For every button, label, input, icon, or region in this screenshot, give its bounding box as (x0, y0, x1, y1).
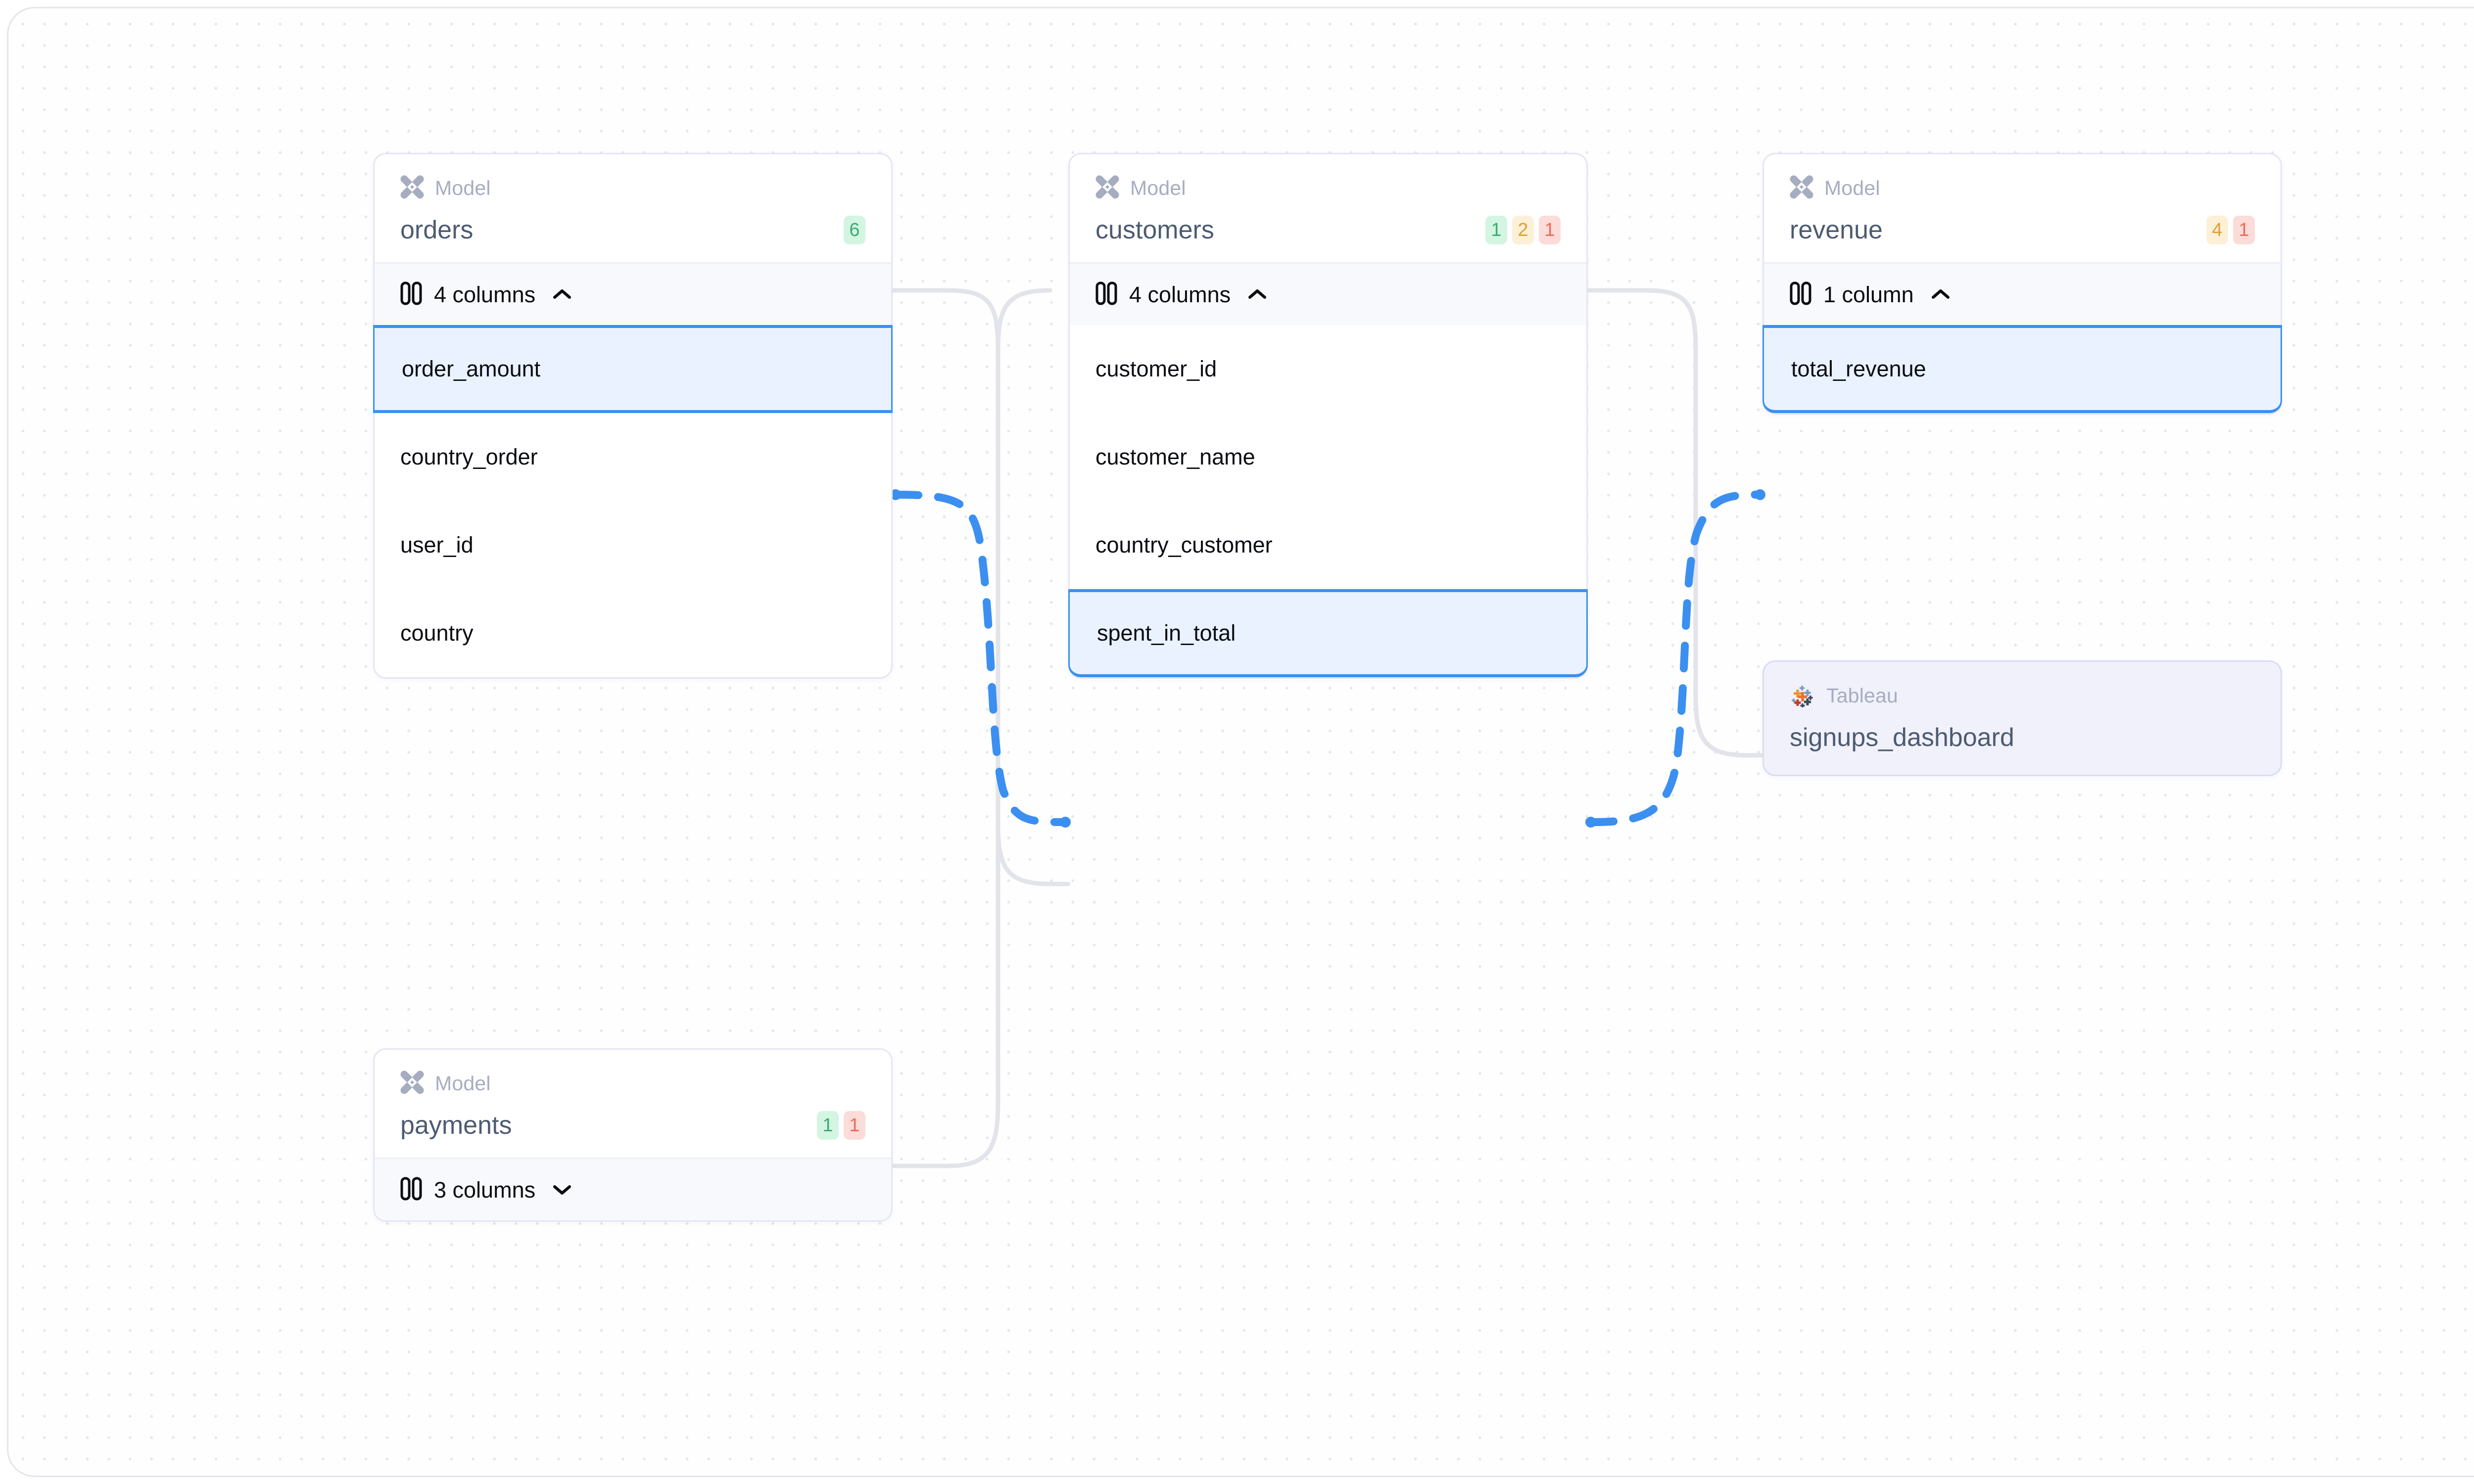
source-type-label: Model (435, 176, 491, 199)
columns-icon (400, 281, 422, 308)
dbt-model-icon (400, 175, 424, 201)
column-name: customer_id (1095, 356, 1217, 381)
columns-toggle-customers[interactable]: 4 columns (1070, 262, 1586, 325)
source-type-row: Tableau (1790, 682, 2255, 709)
badge-group: 4 1 (2206, 216, 2255, 244)
status-badge[interactable]: 1 (844, 1111, 865, 1140)
dbt-model-icon (1095, 175, 1119, 201)
source-type-row: Model (400, 1069, 865, 1097)
columns-toggle-revenue[interactable]: 1 column (1764, 262, 2281, 325)
node-title-row: orders 6 (400, 215, 865, 245)
status-badge[interactable]: 6 (844, 216, 865, 244)
node-title: revenue (1790, 216, 1883, 244)
source-type-label: Model (1130, 176, 1186, 199)
columns-count-label: 4 columns (434, 281, 536, 307)
chevron-up-icon[interactable] (1931, 288, 1951, 301)
column-name: customer_name (1095, 444, 1255, 469)
column-name: total_revenue (1791, 356, 1926, 381)
columns-count-label: 4 columns (1129, 281, 1231, 307)
column-row-user-id[interactable]: user_id (375, 501, 891, 589)
column-name: country (400, 620, 474, 646)
column-row-spent-in-total[interactable]: spent_in_total (1068, 589, 1588, 677)
badge-group: 6 (844, 216, 865, 244)
column-name: country_order (400, 444, 538, 469)
chevron-up-icon[interactable] (1247, 288, 1267, 301)
columns-toggle-orders[interactable]: 4 columns (375, 262, 891, 325)
node-header: Model revenue 4 1 (1764, 154, 2281, 262)
node-title-row: signups_dashboard (1790, 722, 2255, 753)
node-revenue[interactable]: Model revenue 4 1 1 column (1762, 153, 2282, 415)
column-row-country[interactable]: country (375, 589, 891, 677)
column-row-customer-id[interactable]: customer_id (1070, 325, 1586, 413)
source-type-row: Model (1790, 174, 2255, 202)
chevron-down-icon[interactable] (552, 1183, 572, 1196)
dbt-model-icon (1790, 175, 1813, 201)
column-row-country-order[interactable]: country_order (375, 413, 891, 501)
column-row-customer-name[interactable]: customer_name (1070, 413, 1586, 501)
column-name: order_amount (402, 356, 541, 381)
columns-icon (1790, 281, 1811, 308)
node-title: signups_dashboard (1790, 723, 2014, 752)
edge-spent-in-total-to-total-revenue (1587, 491, 1764, 826)
node-signups-dashboard[interactable]: Tableau signups_dashboard (1762, 660, 2282, 776)
status-badge[interactable]: 1 (1485, 216, 1507, 244)
chevron-up-icon[interactable] (552, 288, 572, 301)
column-name: user_id (400, 532, 474, 557)
badge-group: 1 1 (817, 1111, 865, 1140)
node-header: Model payments 1 1 (375, 1050, 891, 1158)
edge-endpoint-dot (1585, 817, 1596, 828)
edge-customers-to-signups-dashboard (1585, 288, 1750, 758)
tableau-icon (1790, 682, 1815, 710)
node-title: orders (400, 216, 474, 244)
source-type-label: Tableau (1826, 684, 1899, 707)
columns-count-label: 1 column (1823, 281, 1914, 307)
node-title: customers (1095, 216, 1214, 244)
edge-payments-to-customers (890, 288, 1052, 1168)
edge-endpoint-dot (1060, 817, 1071, 828)
badge-group: 1 2 1 (1485, 216, 1561, 244)
columns-icon (1095, 281, 1117, 308)
node-header: Model orders 6 (375, 154, 891, 262)
node-title-row: customers 1 2 1 (1095, 215, 1561, 245)
dbt-model-icon (400, 1070, 424, 1097)
source-type-label: Model (435, 1071, 491, 1095)
lineage-canvas[interactable]: Model orders 6 4 columns (7, 7, 2474, 1477)
status-badge[interactable]: 1 (2233, 216, 2255, 244)
node-title: payments (400, 1111, 512, 1140)
status-badge[interactable]: 2 (1512, 216, 1534, 244)
columns-toggle-payments[interactable]: 3 columns (375, 1158, 891, 1220)
node-customers[interactable]: Model customers 1 2 1 (1068, 153, 1588, 679)
column-row-order-amount[interactable]: order_amount (373, 325, 893, 413)
column-row-country-customer[interactable]: country_customer (1070, 501, 1586, 589)
status-badge[interactable]: 4 (2206, 216, 2228, 244)
node-payments[interactable]: Model payments 1 1 3 columns (373, 1048, 893, 1222)
status-badge[interactable]: 1 (817, 1111, 839, 1140)
columns-icon (400, 1176, 422, 1204)
edge-orders-to-customers (890, 288, 1071, 886)
node-header: Model customers 1 2 1 (1070, 154, 1586, 262)
column-name: spent_in_total (1097, 620, 1236, 646)
status-badge[interactable]: 1 (1539, 216, 1561, 244)
edge-endpoint-dot (1755, 489, 1765, 500)
node-header: Tableau signups_dashboard (1764, 662, 2281, 775)
column-row-total-revenue[interactable]: total_revenue (1762, 325, 2282, 413)
columns-count-label: 3 columns (434, 1177, 536, 1203)
node-title-row: payments 1 1 (400, 1110, 865, 1141)
edge-order-amount-to-spent-in-total (892, 491, 1069, 826)
column-name: country_customer (1095, 532, 1273, 557)
source-type-label: Model (1824, 176, 1880, 199)
node-title-row: revenue 4 1 (1790, 215, 2255, 245)
edge-customers-to-revenue (1585, 288, 1765, 758)
node-orders[interactable]: Model orders 6 4 columns (373, 153, 893, 679)
source-type-row: Model (400, 174, 865, 202)
source-type-row: Model (1095, 174, 1561, 202)
